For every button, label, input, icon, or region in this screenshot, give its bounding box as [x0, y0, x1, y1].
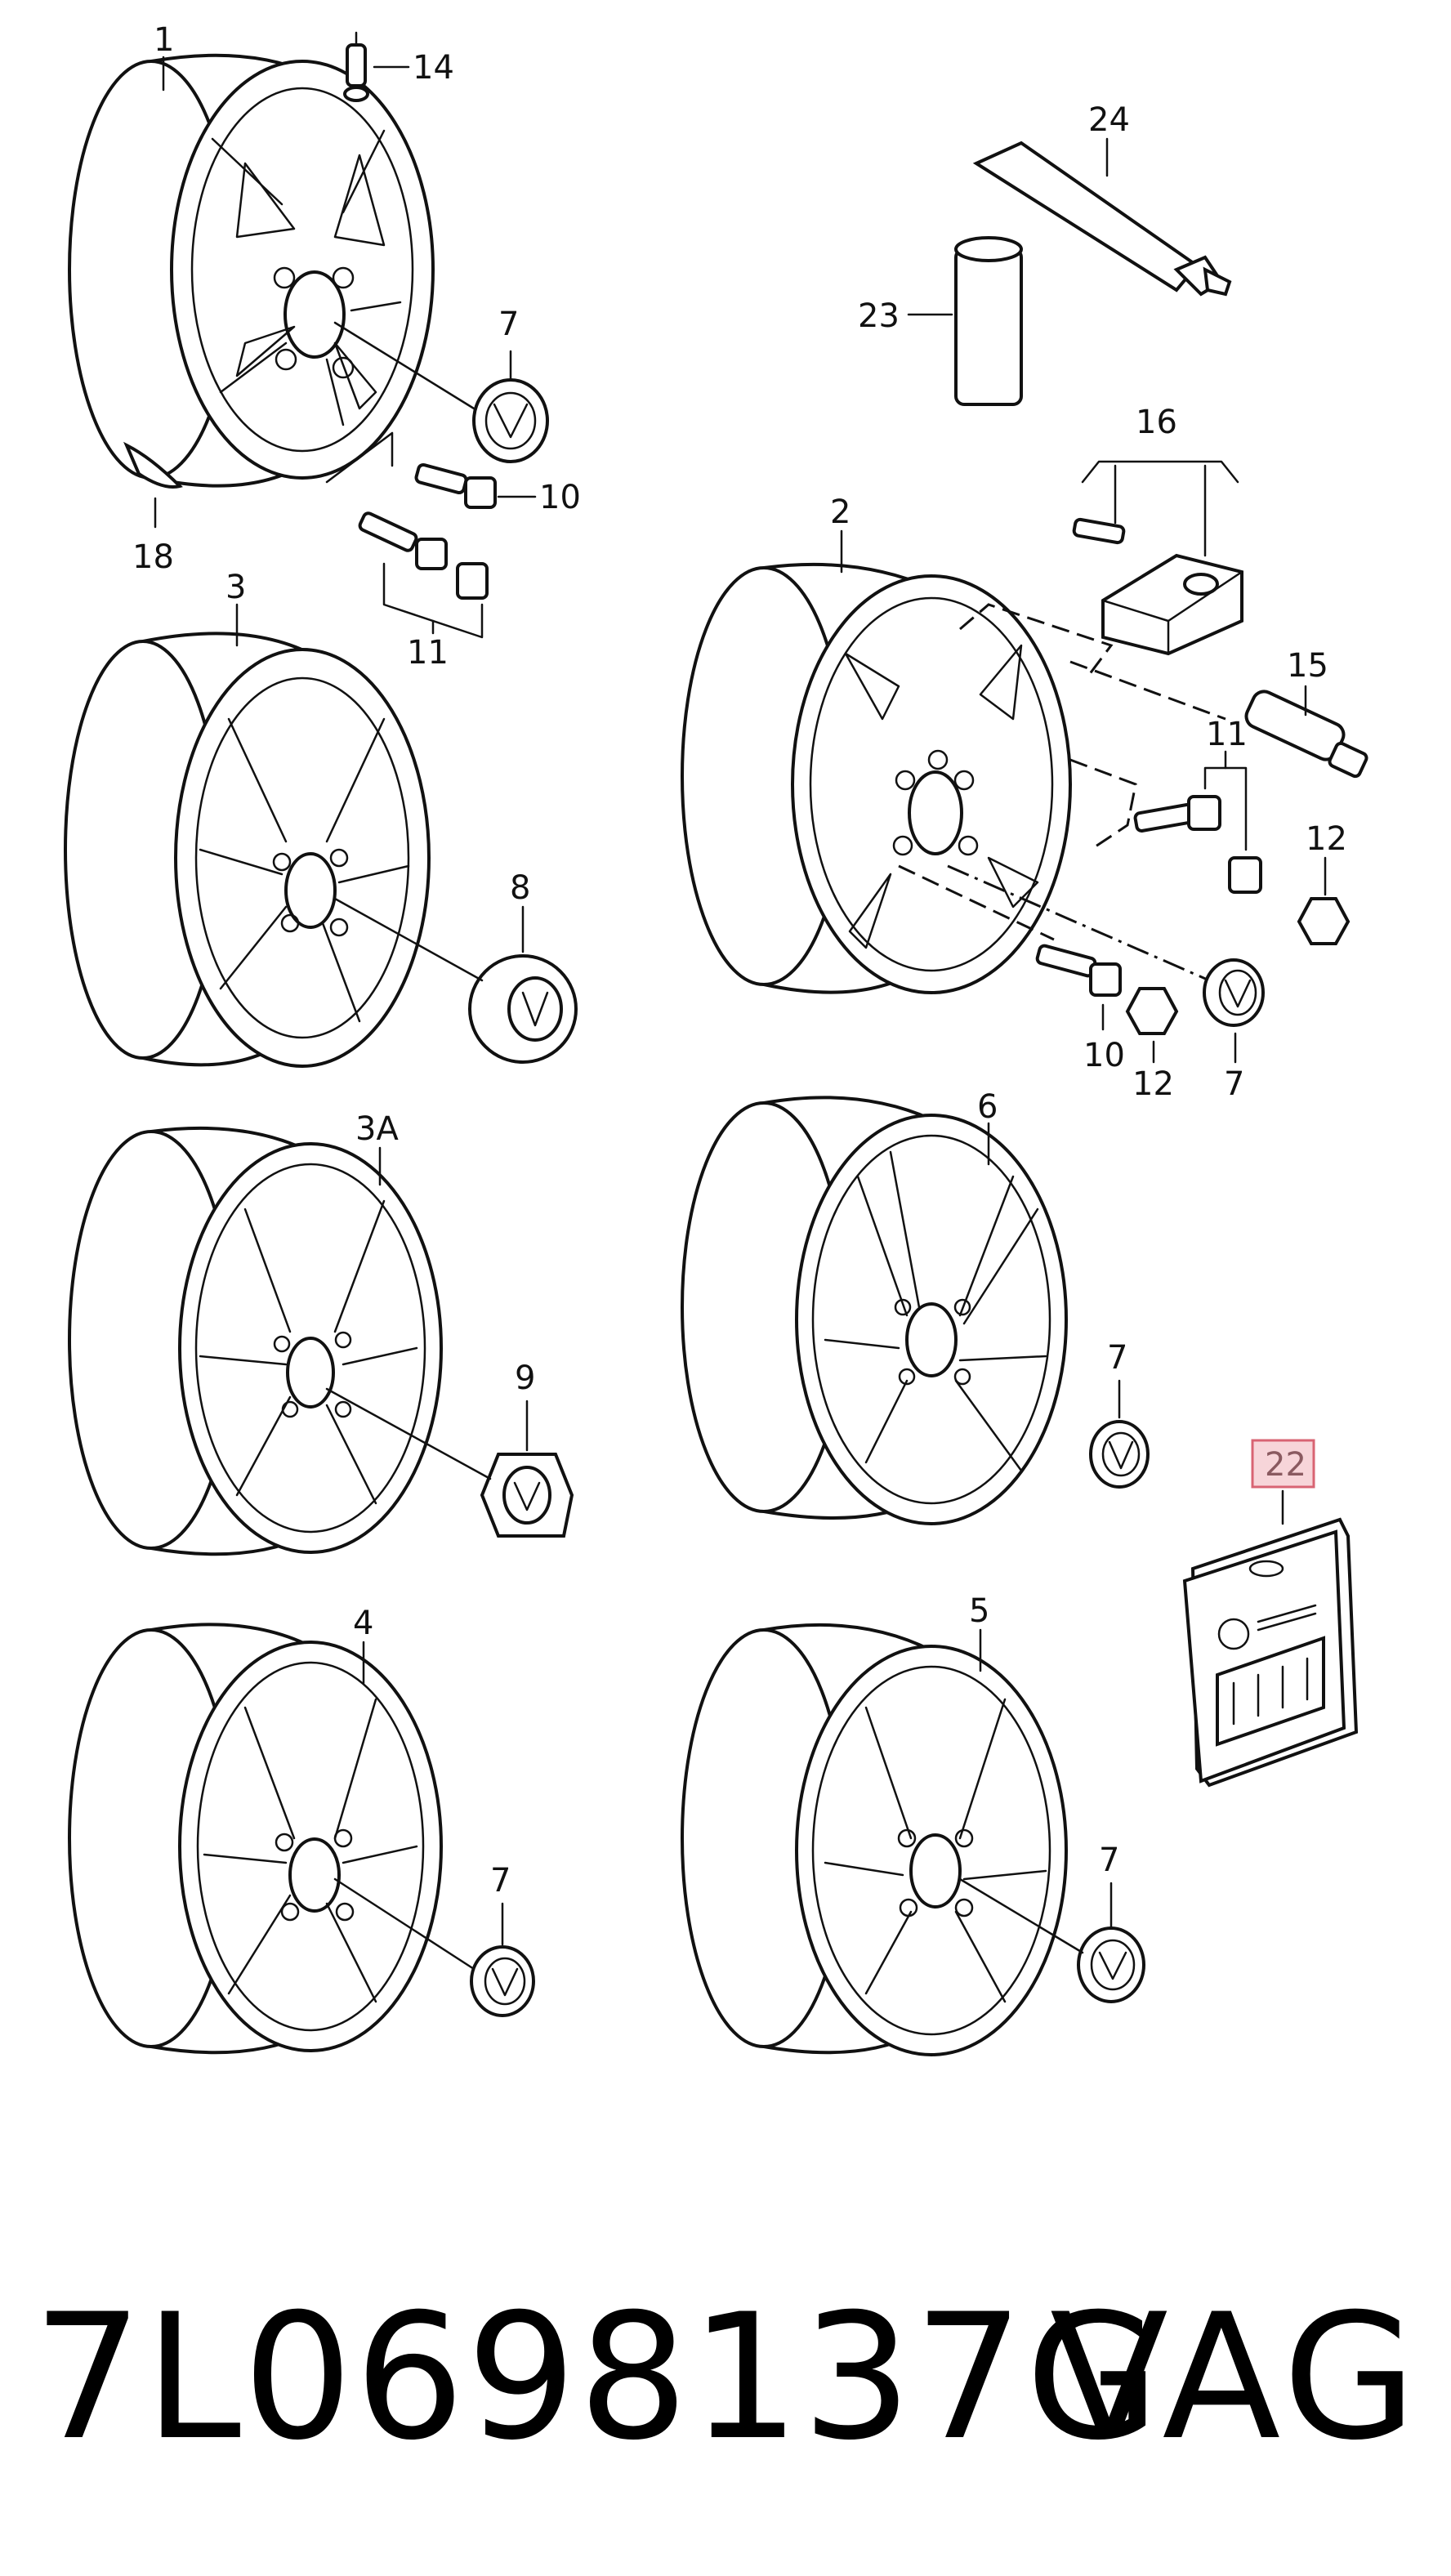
parts-diagram: 1 14 7 10 11 18: [64, 21, 1368, 2056]
brand-name: VAG: [1049, 2276, 1422, 2478]
wheel-1: [68, 53, 435, 488]
nut-12-right: [1297, 897, 1351, 945]
center-cap-7-wheel2: [1203, 958, 1265, 1027]
callout-7-d: 7: [490, 1862, 511, 1900]
balance-weight-18: [123, 441, 183, 489]
wheel-3a: [68, 1126, 443, 1556]
tube-24: [972, 141, 1232, 297]
callout-7-a: 7: [498, 306, 519, 343]
sealant-can-23: [954, 236, 1023, 406]
callout-22: 22: [1265, 1446, 1306, 1484]
callout-4: 4: [353, 1605, 373, 1642]
callout-10-a: 10: [539, 479, 581, 516]
footer: 7L0698137G VAG: [33, 2279, 1422, 2476]
callout-16: 16: [1136, 404, 1177, 441]
callout-2: 2: [830, 493, 851, 531]
wheel-4: [68, 1623, 443, 2055]
tpms-sensor-16: [1072, 517, 1243, 656]
callout-7-b: 7: [1224, 1065, 1244, 1103]
center-cap-7-wheel6: [1089, 1420, 1150, 1489]
valve-14: [343, 31, 369, 102]
callout-15: 15: [1287, 647, 1328, 685]
callout-23: 23: [858, 297, 900, 335]
wheel-6: [681, 1096, 1068, 1525]
callout-14: 14: [413, 49, 454, 87]
center-cap-7-top: [472, 378, 549, 463]
callout-10-b: 10: [1083, 1037, 1125, 1074]
bolt-10-wheel2: [1035, 944, 1122, 997]
callout-12-b: 12: [1132, 1065, 1174, 1103]
center-cap-8: [468, 954, 578, 1064]
center-cap-7-wheel5: [1077, 1926, 1145, 2003]
center-cap-9: [480, 1453, 574, 1538]
lock-bolt-kit-22[interactable]: [1182, 1517, 1359, 1788]
callout-9: 9: [515, 1359, 535, 1397]
callout-8: 8: [510, 869, 530, 907]
callout-5: 5: [969, 1592, 989, 1630]
callout-7-e: 7: [1099, 1842, 1119, 1879]
valve-15: [1244, 690, 1368, 779]
callout-22-highlight: [1251, 1439, 1315, 1489]
wheel-2: [681, 562, 1072, 994]
nut-12-bottom: [1125, 987, 1179, 1035]
wheel-3: [64, 632, 431, 1068]
callout-18: 18: [132, 538, 174, 576]
callout-1: 1: [154, 21, 174, 59]
bolt-10-top: [414, 462, 497, 509]
part-number: 7L0698137G: [33, 2276, 1162, 2478]
wheel-5: [681, 1623, 1068, 2056]
callout-12-a: 12: [1306, 820, 1347, 858]
callout-6: 6: [977, 1088, 998, 1126]
callout-3a: 3A: [355, 1110, 399, 1148]
callout-3: 3: [225, 569, 246, 606]
callout-11-a: 11: [407, 634, 449, 672]
callout-24: 24: [1088, 101, 1130, 139]
center-cap-7-wheel4: [470, 1945, 535, 2017]
callout-7-c: 7: [1107, 1339, 1127, 1377]
callout-11-b: 11: [1206, 716, 1248, 753]
bolt-11-wheel2: [1133, 795, 1262, 894]
bolt-11-top: [358, 511, 489, 600]
